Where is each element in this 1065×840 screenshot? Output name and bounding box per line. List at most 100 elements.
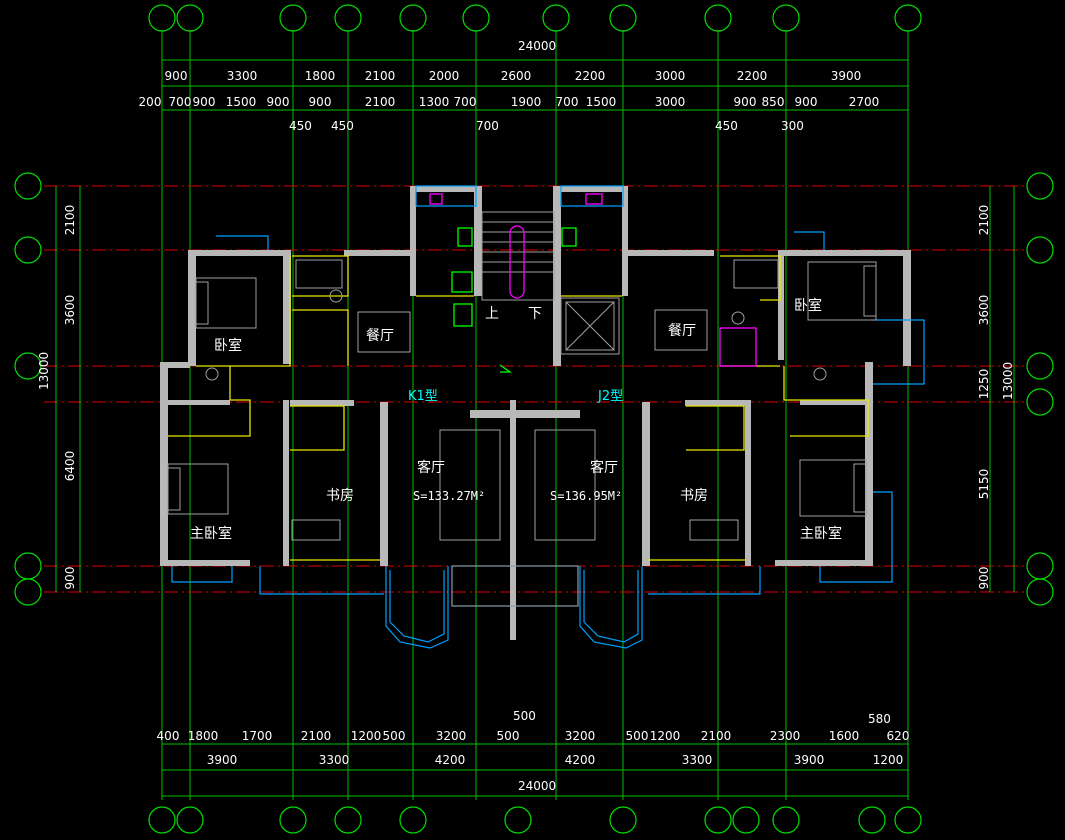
- dimension-value: 2100: [365, 69, 396, 83]
- room-dining-left: 餐厅: [366, 328, 394, 344]
- axis-bubble-top: [704, 4, 732, 32]
- top-dim-sub: 450: [289, 119, 312, 133]
- top-dim-sub: 450: [715, 119, 738, 133]
- axis-bubble-left: [14, 236, 42, 264]
- dimension-value: 900: [193, 95, 216, 109]
- axis-bubble-bottom: [894, 806, 922, 834]
- dimension-value: 620: [887, 729, 910, 743]
- room-living-right: 客厅: [590, 459, 618, 476]
- axis-bubble-left: [14, 552, 42, 580]
- room-bedroom-right: 卧室: [794, 297, 822, 314]
- dimension-value: 6400: [63, 451, 77, 482]
- dimension-value: 2600: [501, 69, 532, 83]
- axis-bubble-right: [1026, 578, 1054, 606]
- dimension-value: 1500: [586, 95, 617, 109]
- dimension-value: 3300: [682, 753, 713, 767]
- dimension-value: 900: [734, 95, 757, 109]
- dimension-value: 1250: [977, 369, 991, 400]
- dimension-value: 900: [267, 95, 290, 109]
- top-total-dim: 24000: [518, 39, 556, 53]
- dimension-value: 700: [454, 95, 477, 109]
- dimension-value: 3200: [436, 729, 467, 743]
- axis-bubble-top: [462, 4, 490, 32]
- stair-down-label: 下: [528, 306, 542, 322]
- stair-up-label: 上: [485, 306, 499, 322]
- dimension-value: 700: [556, 95, 579, 109]
- dimension-value: 2100: [63, 205, 77, 236]
- dimension-value: 3600: [977, 295, 991, 326]
- axis-bubble-top: [399, 4, 427, 32]
- dimension-value: 900: [165, 69, 188, 83]
- top-dim-sub: 300: [781, 119, 804, 133]
- partitions: [168, 255, 869, 561]
- dimension-value: 3000: [655, 95, 686, 109]
- dimension-value: 850: [762, 95, 785, 109]
- dimension-value: 1800: [188, 729, 219, 743]
- dimension-value: 3900: [831, 69, 862, 83]
- dimension-value: 500: [626, 729, 649, 743]
- axis-bubble-bottom: [609, 806, 637, 834]
- dimension-value: 2200: [575, 69, 606, 83]
- top-dimension-chain: 24000: [162, 39, 908, 111]
- axis-bubble-left: [14, 172, 42, 200]
- unit-type-left: K1型: [408, 389, 438, 404]
- axis-bubble-bottom: [704, 806, 732, 834]
- dimension-value: 4200: [435, 753, 466, 767]
- dimension-value: 3600: [63, 295, 77, 326]
- axis-bubble-right: [1026, 352, 1054, 380]
- axis-bubble-bottom: [732, 806, 760, 834]
- bottom-total-dim: 24000: [518, 779, 556, 793]
- axis-bubble-left: [14, 352, 42, 380]
- axis-bubble-bottom: [279, 806, 307, 834]
- dimension-value: 3000: [655, 69, 686, 83]
- right-dimension-chain: 13000 2100 3600 1250 5150 900: [977, 186, 1015, 592]
- dimension-value: 3300: [319, 753, 350, 767]
- dimension-value: 1200: [873, 753, 904, 767]
- room-study-right: 书房: [680, 488, 708, 504]
- dimension-value: 3300: [227, 69, 258, 83]
- dimension-value: 4200: [565, 753, 596, 767]
- axis-bubble-top: [334, 4, 362, 32]
- top-dim-row3: 450 450 700 450 300: [289, 119, 804, 133]
- room-bedroom-left: 卧室: [214, 337, 242, 354]
- dimension-value: 900: [977, 567, 991, 590]
- dimension-value: 3200: [565, 729, 596, 743]
- dimension-value: 2100: [301, 729, 332, 743]
- room-living-left: 客厅: [417, 459, 445, 476]
- area-left: S=133.27M²: [413, 489, 485, 503]
- dimension-value: 2300: [770, 729, 801, 743]
- axis-bubble-bottom: [399, 806, 427, 834]
- dimension-value: 1500: [226, 95, 257, 109]
- bottom-dim-extra: 500: [513, 709, 536, 723]
- axis-bubble-right: [1026, 552, 1054, 580]
- room-labels: 卧室 餐厅 主卧室 书房 客厅 S=133.27M² K1型 J2型 客厅 S=…: [190, 297, 842, 542]
- axis-bubble-right: [1026, 172, 1054, 200]
- axis-bubble-top: [609, 4, 637, 32]
- furniture: [167, 193, 877, 607]
- left-total-dim: 13000: [37, 352, 51, 390]
- axis-bubble-bottom: [504, 806, 532, 834]
- dimension-value: 2100: [365, 95, 396, 109]
- dimension-value: 3900: [794, 753, 825, 767]
- right-total-dim: 13000: [1001, 362, 1015, 400]
- axis-bubble-top: [279, 4, 307, 32]
- axis-bubble-bottom: [148, 806, 176, 834]
- axis-bubble-bottom: [334, 806, 362, 834]
- area-right: S=136.95M²: [550, 489, 622, 503]
- dimension-value: 1600: [829, 729, 860, 743]
- dimension-value: 700: [169, 95, 192, 109]
- dimension-value: 900: [795, 95, 818, 109]
- axis-bubble-bottom: [176, 806, 204, 834]
- dimension-value: 1300: [419, 95, 450, 109]
- axis-bubble-top: [176, 4, 204, 32]
- dimension-value: 2100: [977, 205, 991, 236]
- bottom-dimension-chain: 24000 500 580: [162, 709, 908, 797]
- dimension-value: 2000: [429, 69, 460, 83]
- dimension-value: 5150: [977, 469, 991, 500]
- room-master-right: 主卧室: [800, 525, 842, 542]
- dimension-value: 500: [497, 729, 520, 743]
- dimension-value: 1200: [650, 729, 681, 743]
